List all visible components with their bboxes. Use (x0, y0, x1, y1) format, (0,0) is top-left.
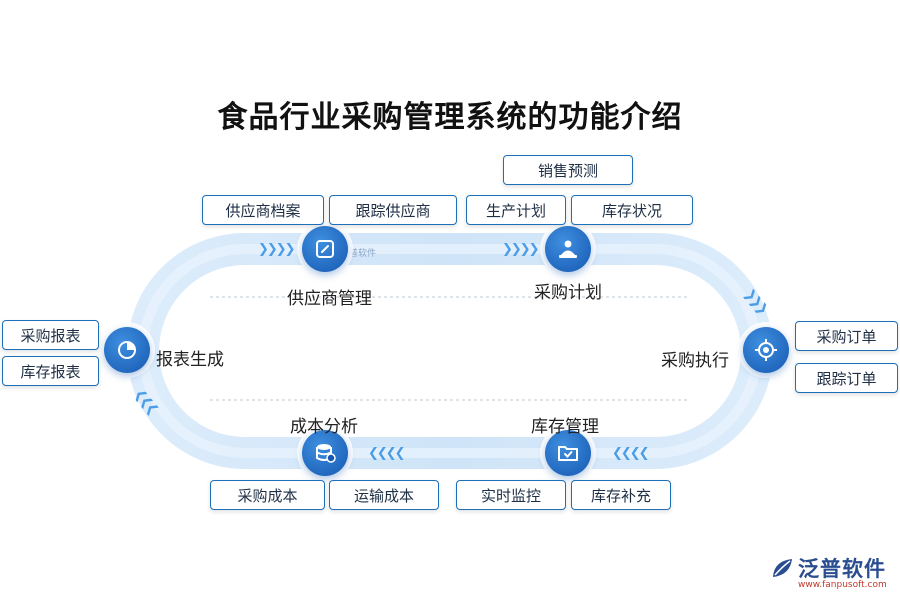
target-icon (755, 339, 777, 361)
label-purchase-plan: 采购计划 (534, 283, 602, 303)
node-inventory-management[interactable] (545, 430, 591, 476)
tag-supplier-file[interactable]: 供应商档案 (202, 195, 324, 225)
label-inventory-management: 库存管理 (531, 417, 599, 437)
tag-track-order[interactable]: 跟踪订单 (795, 363, 898, 393)
person-desk-icon (559, 240, 577, 258)
logo-url: www.fanpusoft.com (798, 580, 887, 590)
leaf-logo-icon (773, 559, 792, 577)
tag-track-supplier[interactable]: 跟踪供应商 (329, 195, 457, 225)
pie-chart-icon (118, 341, 136, 359)
flow-chevron-bottom-right: ❮❮❮❮ (612, 446, 650, 461)
tag-transport-cost[interactable]: 运输成本 (329, 480, 439, 510)
label-supplier-management: 供应商管理 (287, 289, 372, 309)
flow-chevron-bottom-left: ❮❮❮❮ (368, 446, 406, 461)
node-supplier-management[interactable] (302, 226, 348, 272)
node-purchase-plan[interactable] (545, 226, 591, 272)
tag-realtime-monitor[interactable]: 实时监控 (456, 480, 566, 510)
flow-chevron-top-right: ❯❯❯❯ (502, 242, 540, 257)
tag-stock-report[interactable]: 库存报表 (2, 356, 99, 386)
node-purchase-execution[interactable] (743, 327, 789, 373)
folder-check-icon (558, 446, 578, 461)
label-report-generation: 报表生成 (156, 350, 224, 370)
tag-purchase-report[interactable]: 采购报表 (2, 320, 99, 350)
database-coin-icon (316, 444, 336, 463)
tag-production-plan[interactable]: 生产计划 (466, 195, 566, 225)
node-cost-analysis[interactable] (302, 430, 348, 476)
flow-chevron-top-left: ❯❯❯❯ (258, 242, 296, 257)
node-report-generation[interactable] (104, 327, 150, 373)
label-cost-analysis: 成本分析 (290, 417, 358, 437)
tag-purchase-cost[interactable]: 采购成本 (210, 480, 325, 510)
tag-stock-status[interactable]: 库存状况 (571, 195, 693, 225)
tag-stock-replenish[interactable]: 库存补充 (571, 480, 671, 510)
tag-purchase-order[interactable]: 采购订单 (795, 321, 898, 351)
brand-logo: 泛普软件 www.fanpusoft.com (770, 553, 895, 593)
edit-document-icon (316, 240, 334, 258)
loop-track-inner (138, 244, 762, 458)
label-purchase-execution: 采购执行 (661, 351, 729, 371)
logo-name: 泛普软件 (798, 557, 886, 581)
tag-sales-forecast[interactable]: 销售预测 (503, 155, 633, 185)
watermark-text: 泛普软件 (340, 249, 377, 259)
page-title: 食品行业采购管理系统的功能介绍 (217, 100, 683, 135)
